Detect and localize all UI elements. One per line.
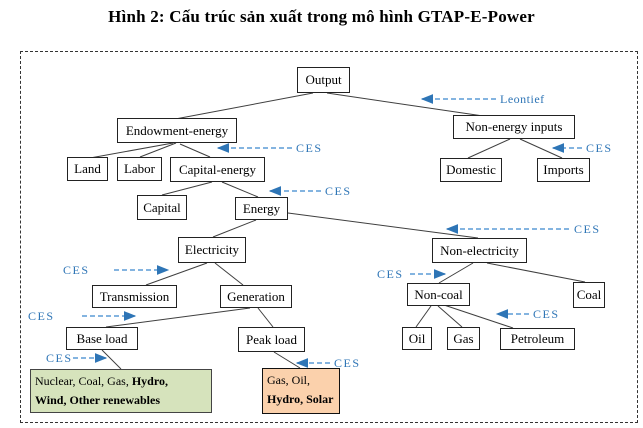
node-non-coal: Non-coal: [407, 283, 470, 306]
leaf-base-load-line2: Wind, Other renewables: [35, 392, 161, 407]
node-electricity: Electricity: [178, 237, 246, 263]
node-transmission: Transmission: [92, 285, 177, 308]
node-generation: Generation: [220, 285, 292, 308]
ces-label: CES: [586, 141, 613, 155]
node-non-electricity: Non-electricity: [432, 238, 527, 263]
node-gas: Gas: [447, 327, 480, 350]
node-labor: Labor: [117, 157, 162, 181]
diagram-border: [20, 51, 638, 423]
ces-label: CES: [334, 356, 361, 370]
leaf-peak-load-line1: Gas, Oil,: [267, 373, 310, 387]
figure-title: Hình 2: Cấu trúc sản xuất trong mô hình …: [108, 7, 535, 26]
ces-label: CES: [296, 141, 323, 155]
node-oil: Oil: [402, 327, 432, 350]
leaf-base-load-technologies: Nuclear, Coal, Gas, Hydro, Wind, Other r…: [30, 369, 212, 413]
ces-label: CES: [28, 309, 55, 323]
node-capital: Capital: [137, 195, 187, 220]
node-land: Land: [67, 157, 108, 181]
ces-label: CES: [46, 351, 73, 365]
ces-label: CES: [377, 267, 404, 281]
node-endowment-energy: Endowment-energy: [117, 118, 237, 143]
leaf-peak-load-line2: Hydro, Solar: [267, 391, 334, 406]
node-coal: Coal: [573, 282, 605, 308]
node-domestic: Domestic: [440, 158, 502, 182]
leaf-base-load-line1: Nuclear, Coal, Gas, Hydro,: [35, 374, 168, 388]
node-output: Output: [297, 67, 350, 93]
node-capital-energy: Capital-energy: [170, 157, 265, 182]
node-base-load: Base load: [66, 327, 138, 350]
node-energy: Energy: [235, 197, 288, 220]
node-petroleum: Petroleum: [500, 328, 575, 350]
node-non-energy-inputs: Non-energy inputs: [453, 115, 575, 139]
ces-label: CES: [63, 263, 90, 277]
ces-label: CES: [574, 222, 601, 236]
leontief-label: Leontief: [500, 92, 545, 106]
leaf-peak-load-technologies: Gas, Oil, Hydro, Solar: [262, 368, 340, 414]
ces-label: CES: [533, 307, 560, 321]
node-peak-load: Peak load: [238, 327, 305, 352]
node-imports: Imports: [537, 158, 590, 182]
ces-label: CES: [325, 184, 352, 198]
